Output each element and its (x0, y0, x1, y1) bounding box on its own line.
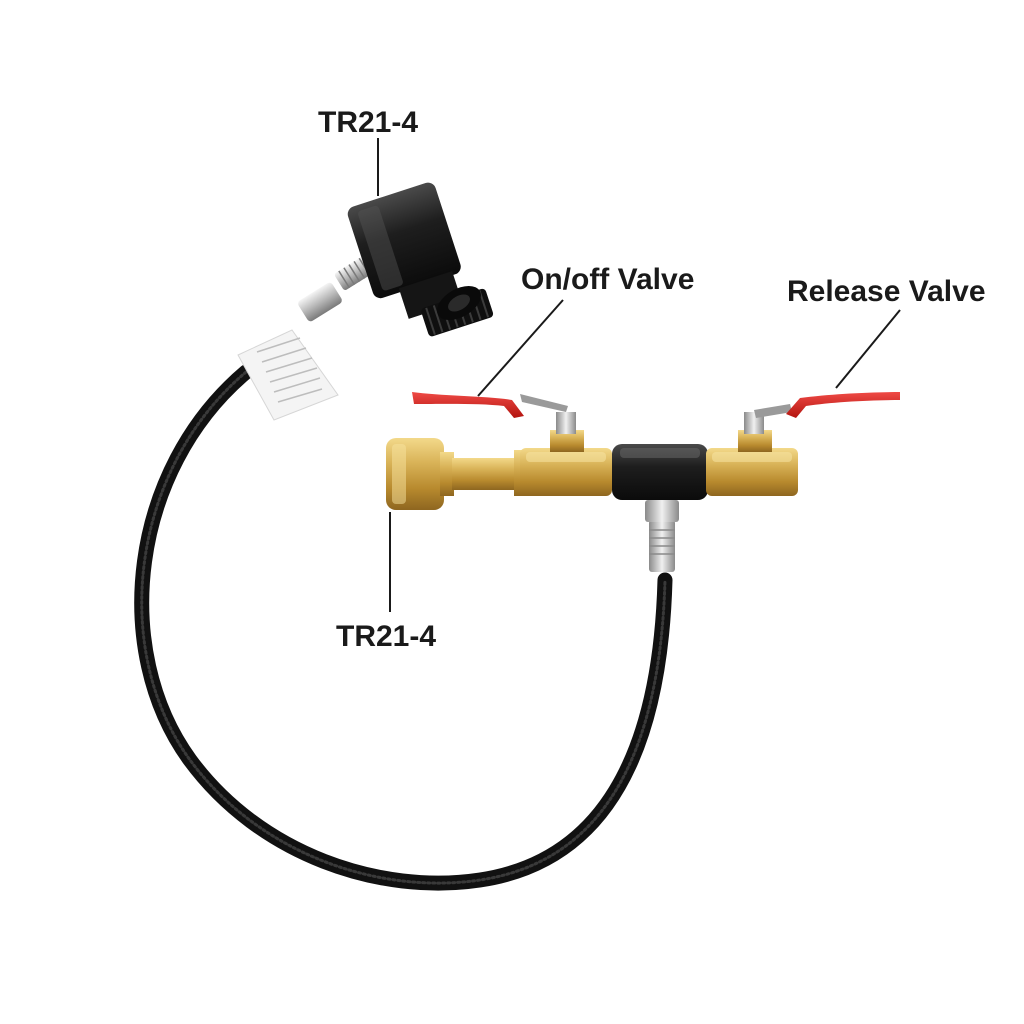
brass-tube (452, 450, 528, 496)
callout-lines (377, 138, 901, 612)
brass-nut (386, 438, 454, 510)
black-hose (134, 364, 673, 891)
label-on-off-valve: On/off Valve (521, 263, 695, 296)
label-top-fitting: TR21-4 (318, 106, 419, 139)
label-bottom-fitting: TR21-4 (336, 620, 437, 653)
release-valve-handle (786, 392, 900, 418)
label-release-valve: Release Valve (787, 275, 986, 308)
on-off-valve (520, 394, 612, 496)
center-black-adapter (612, 444, 708, 500)
manifold-hose-crimp (645, 500, 679, 572)
release-valve (706, 404, 798, 496)
top-black-adapter (347, 182, 494, 337)
on-off-valve-handle (412, 392, 524, 418)
hose-tag (237, 329, 339, 421)
